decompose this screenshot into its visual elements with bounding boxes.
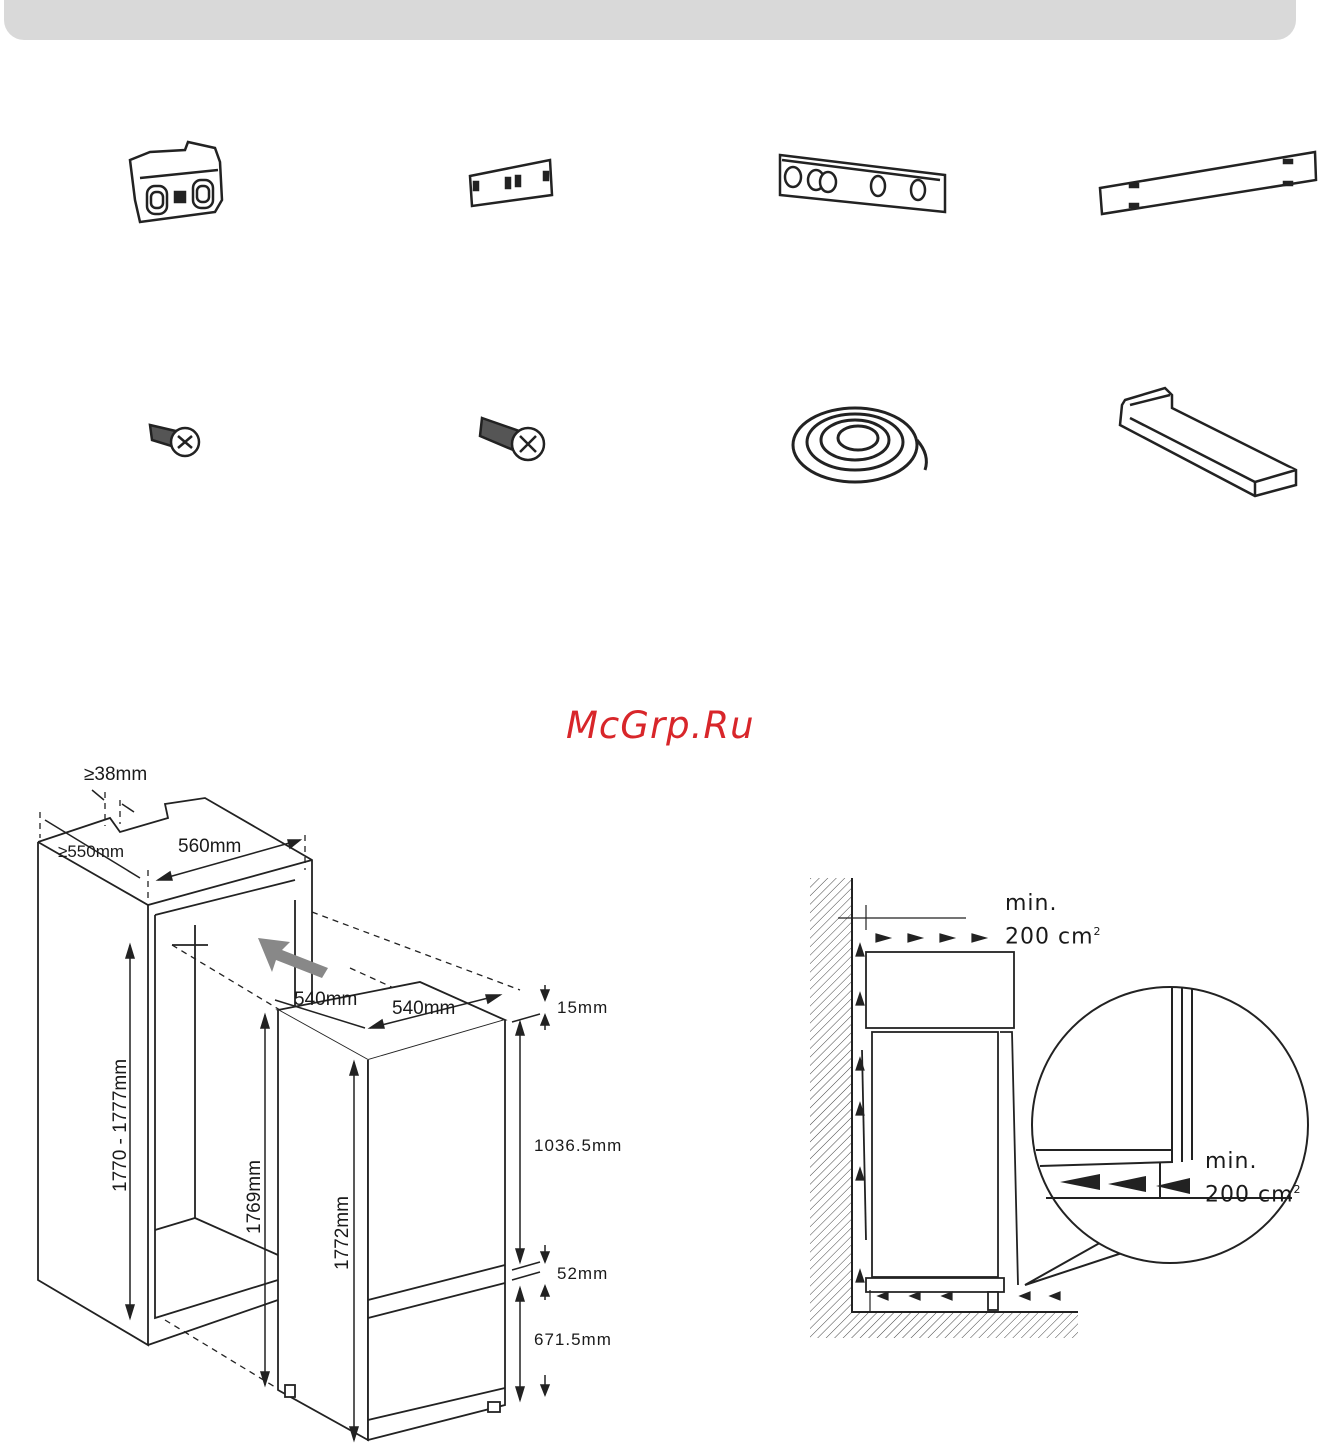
dim-door-gap: 52mm [557,1264,608,1284]
dim-appliance-height-b: 1772mm [332,1196,354,1270]
dim-appliance-height-a: 1769mm [244,1160,266,1234]
dim-depth-niche: ≥550mm [58,842,124,862]
vent-top-area: 200 cm2 [1005,918,1102,951]
dim-gap-top: ≥38mm [84,764,147,786]
detail-magnifier [1025,987,1308,1285]
dim-appliance-width: 540mm [392,998,455,1020]
vent-bottom-area: 200 cm2 [1205,1176,1302,1209]
vent-bottom-label: min. 200 cm2 [1205,1148,1302,1209]
dim-height-niche: 1770 - 1777mm [110,1059,132,1192]
dim-width-niche: 560mm [178,836,241,858]
fridge-body [278,982,505,1440]
cabinet-niche [38,798,312,1345]
dim-upper-door: 1036.5mm [534,1136,622,1156]
dim-appliance-depth: 540mm [294,989,357,1011]
dim-lower-door: 671.5mm [534,1330,612,1350]
dim-top-gap: 15mm [557,998,608,1018]
vent-bottom-min: min. [1205,1148,1302,1176]
vent-top-label: min. 200 cm2 [1005,890,1102,951]
built-in-unit [862,952,1018,1310]
insert-arrow-icon [258,938,328,978]
vent-top-min: min. [1005,890,1102,918]
